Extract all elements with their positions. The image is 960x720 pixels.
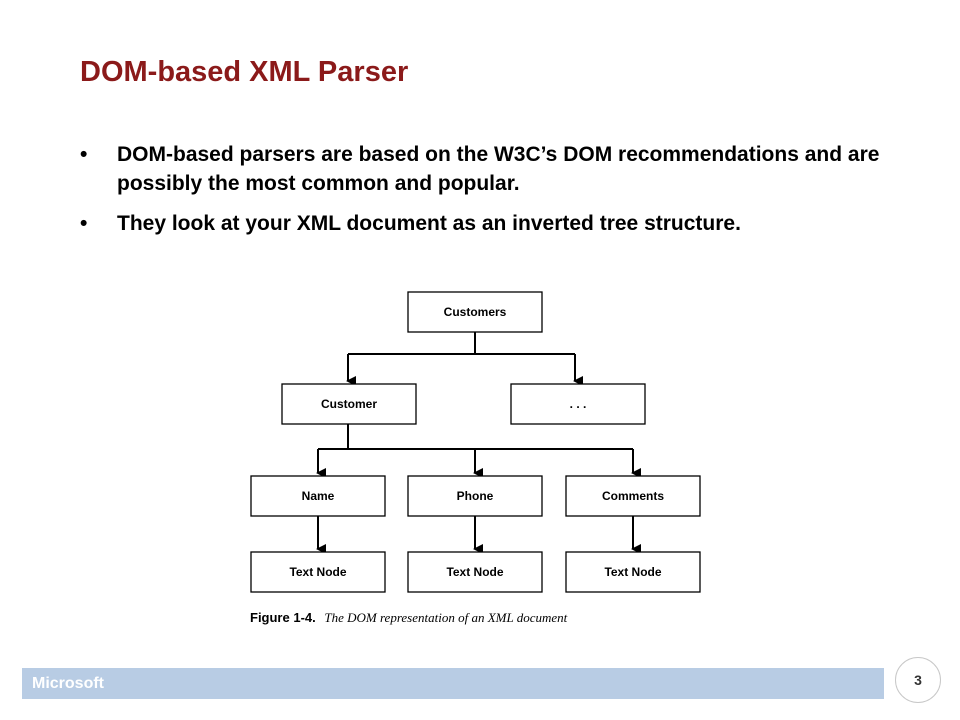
- figure-caption-label: Figure 1-4.: [250, 610, 316, 625]
- node-label-text-node: Text Node: [289, 565, 346, 579]
- node-label-text-node: Text Node: [604, 565, 661, 579]
- node-box-text-node: [250, 551, 386, 593]
- node-box-name: [250, 475, 386, 517]
- tree-connectors: [316, 332, 641, 554]
- node-box-text-node: [565, 551, 701, 593]
- node-box-customer: [281, 383, 417, 425]
- bullet-marker: •: [80, 143, 88, 166]
- bullet-list: • DOM-based parsers are based on the W3C…: [80, 140, 880, 249]
- footer-brand: Microsoft: [32, 675, 104, 692]
- bullet-marker: •: [80, 212, 88, 235]
- bullet-item: • DOM-based parsers are based on the W3C…: [80, 140, 880, 198]
- node-label-ellipsis: . . .: [570, 397, 587, 411]
- node-box-ellipsis: [510, 383, 646, 425]
- bullet-item: • They look at your XML document as an i…: [80, 209, 880, 238]
- bullet-text: DOM-based parsers are based on the W3C’s…: [117, 143, 880, 195]
- figure-caption: Figure 1-4. The DOM representation of an…: [250, 610, 568, 625]
- node-box-comments: [565, 475, 701, 517]
- node-label-text-node: Text Node: [446, 565, 503, 579]
- bullet-text: They look at your XML document as an inv…: [117, 212, 741, 235]
- figure-caption-text: The DOM representation of an XML documen…: [324, 610, 567, 625]
- node-label-name: Name: [302, 489, 335, 503]
- dom-tree-figure: Customers Customer . . . Name Phone Comm…: [210, 283, 710, 635]
- node-label-phone: Phone: [457, 489, 494, 503]
- slide-title: DOM-based XML Parser: [80, 56, 409, 88]
- node-label-customer: Customer: [321, 397, 377, 411]
- page-number: 3: [914, 672, 922, 688]
- page-number-badge: 3: [895, 657, 941, 703]
- node-box-text-node: [407, 551, 543, 593]
- node-box-phone: [407, 475, 543, 517]
- node-label-customers: Customers: [444, 305, 507, 319]
- node-label-comments: Comments: [602, 489, 664, 503]
- dom-tree-diagram: Customers Customer . . . Name Phone Comm…: [250, 291, 701, 625]
- footer-bar: Microsoft: [22, 668, 884, 699]
- node-box-root: [407, 291, 543, 333]
